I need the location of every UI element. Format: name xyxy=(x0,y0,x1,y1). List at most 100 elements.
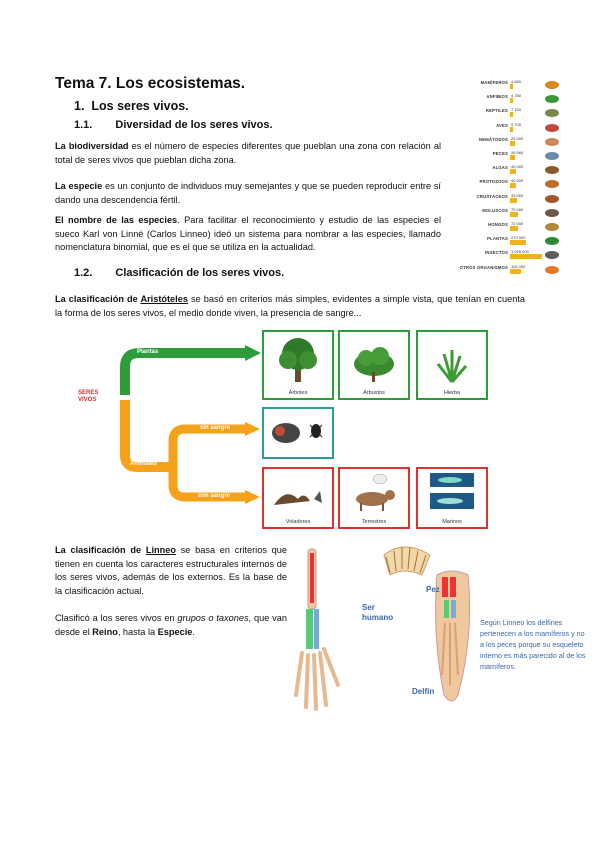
text: es un conjunto de individuos muy semejan… xyxy=(55,181,441,205)
species-bar xyxy=(510,155,516,160)
species-bar xyxy=(510,169,517,175)
text: es el número de especies diferentes que … xyxy=(55,141,441,165)
text: se basó en criterios más simples, eviden… xyxy=(55,294,525,318)
species-value: 4 650 xyxy=(511,79,522,84)
box-marinos: Marinos xyxy=(416,467,488,529)
term-linneo: Linneo xyxy=(145,545,176,555)
caption-marinos: Marinos xyxy=(442,519,462,525)
paragraph-biodiversidad: La biodiversidad es el número de especie… xyxy=(55,140,441,167)
species-bar xyxy=(510,84,513,89)
subsection-number: 1.1. xyxy=(74,119,93,131)
label-pez: Pez xyxy=(426,585,440,594)
box-hierba: Hierba xyxy=(416,330,488,400)
species-value: 9 700 xyxy=(511,121,522,127)
species-bar xyxy=(510,140,515,146)
label-sin-sangre: sin sangre xyxy=(200,425,231,431)
species-animal-icon xyxy=(543,121,561,134)
species-bar xyxy=(510,211,519,217)
species-animal-icon xyxy=(543,163,561,176)
grass-icon xyxy=(436,350,468,383)
paragraph-linneo: La clasificación de Linneo se basa en cr… xyxy=(55,544,287,598)
shrub-icon xyxy=(354,347,394,382)
mammal-icon xyxy=(356,473,395,511)
term-aristoteles: Aristóteles xyxy=(140,294,188,304)
species-value: 40 000 xyxy=(511,164,524,170)
species-value: 70 000 xyxy=(511,206,524,212)
paragraph-especie: La especie es un conjunto de individuos … xyxy=(55,180,441,207)
term-taxones: grupos o taxones xyxy=(177,613,249,623)
dolphin-note: Según Linneo los delfines pertenecen a l… xyxy=(480,618,586,671)
species-bar xyxy=(510,183,517,189)
label-plantas: Plantas xyxy=(137,349,159,355)
species-bar xyxy=(510,126,514,132)
species-label: AVES xyxy=(496,122,508,128)
species-label: MAMÍFEROS xyxy=(480,80,508,85)
caption-arbustos: Arbustos xyxy=(363,390,385,396)
species-animal-icon xyxy=(543,177,561,190)
paragraph-nombre-especies: El nombre de las especies. Para facilita… xyxy=(55,214,441,255)
species-label: OTROS ORGANISMOS xyxy=(459,264,508,270)
section-heading-1: 1. Los seres vivos. xyxy=(74,99,189,113)
term-biodiversidad: La biodiversidad xyxy=(55,141,129,151)
species-animal-icon xyxy=(543,92,561,105)
species-value: 72 000 xyxy=(511,221,524,226)
label-animales: Animales xyxy=(130,461,157,467)
limb-skeletons xyxy=(294,546,471,711)
species-value: 4 780 xyxy=(511,93,522,99)
species-animal-icon xyxy=(543,192,561,205)
species-label: MOLUSCOS xyxy=(482,207,508,213)
caption-hierba: Hierba xyxy=(443,390,461,396)
text: La clasificación de xyxy=(55,545,146,555)
species-bar xyxy=(510,254,542,260)
branch-arrows xyxy=(120,345,261,504)
term-nombre: El nombre de las especies xyxy=(55,215,178,225)
species-value: 7 150 xyxy=(511,107,522,113)
text: Clasificó a los seres vivos en xyxy=(55,613,178,623)
species-bar xyxy=(510,197,517,203)
species-value: 43 000 xyxy=(511,192,524,198)
label-seres-vivos: SERES VIVOS xyxy=(78,390,99,403)
species-animal-icon xyxy=(543,78,561,91)
species-label: ALGAS xyxy=(492,165,508,171)
subsection-number: 1.2. xyxy=(74,267,93,279)
box-voladores: Voladores xyxy=(262,467,334,529)
species-label: CRUSTÁCEOS xyxy=(476,193,508,199)
species-animal-icon xyxy=(543,206,561,219)
text: . xyxy=(192,626,195,637)
box-sin-sangre xyxy=(262,407,334,459)
aristotle-diagram: SERES VIVOS Plantas Animales sin sangre … xyxy=(75,325,515,535)
species-label: NEMÁTODOS xyxy=(479,136,508,142)
species-bar xyxy=(510,240,527,246)
tree-icon xyxy=(279,338,317,382)
species-animal-icon xyxy=(543,106,561,119)
species-label: PLANTAS xyxy=(487,236,508,242)
text: La clasificación de xyxy=(55,294,141,304)
species-label: PECES xyxy=(492,151,508,156)
label-con-sangre: con sangre xyxy=(198,493,231,499)
species-animal-icon xyxy=(543,248,561,261)
invertebrates-icon xyxy=(272,423,323,443)
species-label: ANFIBIOS xyxy=(486,94,508,100)
species-animal-icon xyxy=(543,234,561,247)
label-delfin: Delfín xyxy=(412,687,435,696)
subsection-title: Clasificación de los seres vivos. xyxy=(115,267,285,279)
species-animal-icon xyxy=(543,220,561,233)
text: se basa en criterios que tienen en cuent… xyxy=(55,545,287,596)
species-label: PROTOZOOS xyxy=(479,179,508,185)
text: , que van desde el xyxy=(55,613,287,637)
label-ser: Ser xyxy=(362,603,375,612)
box-arboles: Árboles xyxy=(262,330,334,400)
